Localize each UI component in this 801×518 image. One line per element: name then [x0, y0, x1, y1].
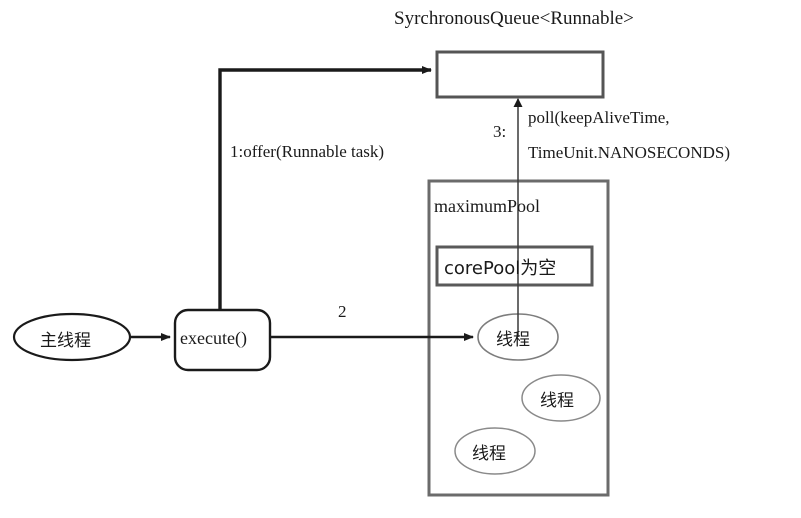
core-pool-box — [435, 245, 594, 287]
execute-node-label: execute() — [180, 328, 247, 348]
thread-label-1: 线程 — [496, 330, 530, 350]
edge-execute-label: 2 — [338, 302, 347, 321]
thread-label-3: 线程 — [472, 444, 506, 464]
edge-poll-label-line2: TimeUnit.NANOSECONDS) — [528, 143, 730, 162]
edge-offer-to-queue — [218, 66, 432, 310]
edge-poll-index: 3: — [493, 122, 507, 141]
edge-offer-label: 1:offer(Runnable task) — [230, 142, 385, 161]
synchronous-queue-box — [435, 50, 605, 99]
main-thread-ellipse — [12, 312, 132, 362]
main-thread-label: 主线程 — [40, 331, 91, 351]
execute-node-box — [173, 308, 272, 372]
edge-poll-label-line1: poll(keepAliveTime, — [528, 108, 670, 127]
maximum-pool-label: maximumPool — [434, 196, 541, 216]
queue-title: SyrchronousQueue<Runnable> — [394, 8, 634, 29]
thread-ellipse-3 — [454, 427, 536, 475]
thread-label-2: 线程 — [540, 391, 574, 411]
thread-ellipse-2 — [521, 374, 601, 422]
core-pool-label: corePool为空 — [444, 258, 557, 279]
